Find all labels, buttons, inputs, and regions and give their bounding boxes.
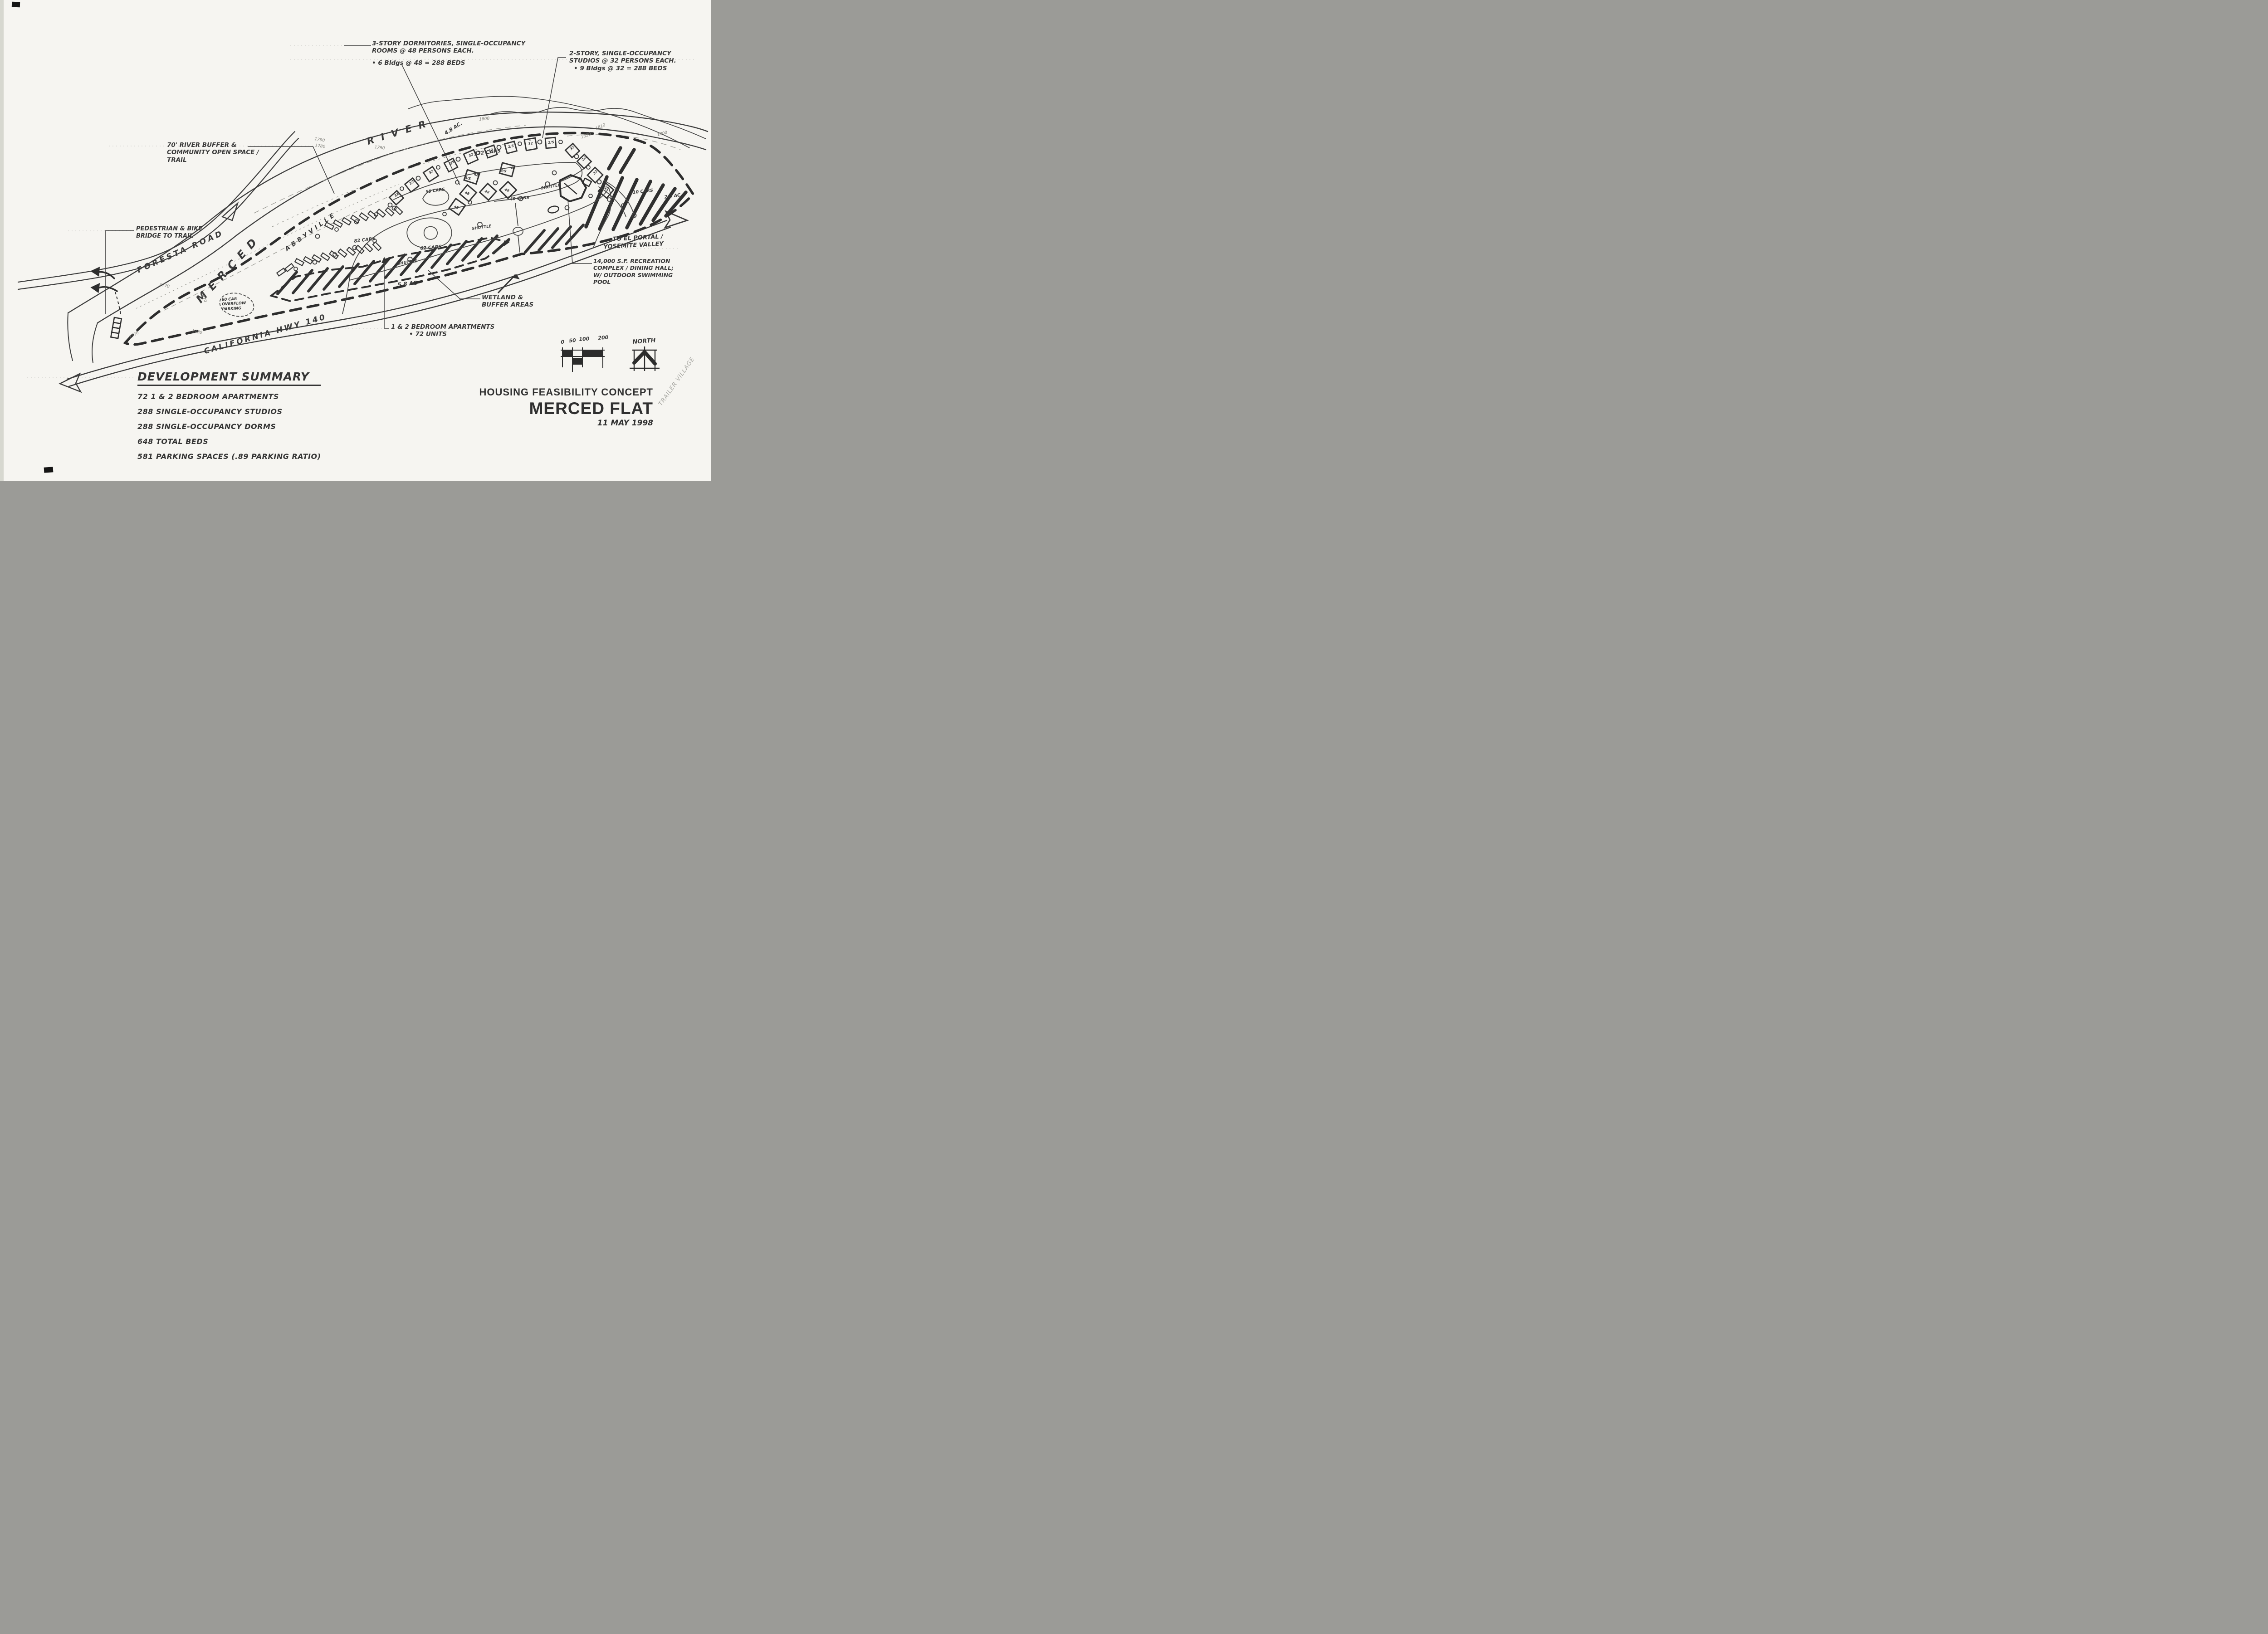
scale-tick-0: 0 [560, 339, 565, 345]
summary-item: 581 PARKING SPACES (.89 PARKING RATIO) [137, 452, 321, 461]
callout-line: BRIDGE TO TRAIL [136, 232, 194, 239]
callout-bridge: PEDESTRIAN & BIKE BRIDGE TO TRAIL [136, 225, 202, 240]
callout-line: POOL [593, 278, 611, 285]
studio-buildings [388, 137, 615, 206]
project-name: MERCED FLAT [529, 399, 653, 418]
foresta-road [17, 131, 299, 290]
apartment-buildings [276, 205, 403, 277]
bldg-label: 2/S [547, 140, 555, 145]
wetland-bold-arrow [497, 274, 516, 294]
scale-bar [561, 347, 605, 372]
site-boundary-dashed [123, 132, 695, 346]
bldg-label: 48 [510, 166, 516, 171]
lot-62 [406, 217, 452, 249]
callout-apartments: 1 & 2 BEDROOM APARTMENTS • 72 UNITS [391, 323, 494, 338]
callout-line: PEDESTRIAN & BIKE [136, 225, 203, 232]
callout-line: 3-STORY DORMITORIES, SINGLE-OCCUPANCY [372, 40, 526, 47]
overflow-parking-area [219, 293, 254, 317]
scale-tick-100: 100 [578, 336, 590, 342]
summary-item: 72 1 & 2 BEDROOM APARTMENTS [137, 392, 279, 401]
callout-line: COMPLEX / DINING HALL; [593, 264, 674, 272]
north-arrow [630, 346, 660, 371]
contour-lines [136, 125, 681, 318]
callout-line: 70' RIVER BUFFER & [167, 141, 237, 149]
dormitory-buildings [448, 161, 518, 216]
callout-studios: 2-STORY, SINGLE-OCCUPANCY STUDIOS @ 32 P… [569, 50, 676, 72]
lot-110 [598, 180, 634, 217]
callout-overflow-parking: 60 CAR OVERFLOW PARKING [221, 297, 246, 312]
bridge-leader [105, 230, 134, 314]
callout-line: TRAIL [167, 156, 187, 164]
callout-dormitories: 3-STORY DORMITORIES, SINGLE-OCCUPANCY RO… [372, 40, 525, 67]
scan-edge-strip [0, 0, 4, 481]
development-summary: DEVELOPMENT SUMMARY 72 1 & 2 BEDROOM APA… [137, 370, 321, 461]
title-block: HOUSING FEASIBILITY CONCEPT MERCED FLAT … [449, 386, 653, 428]
hwy-140-road [59, 210, 689, 393]
apartments-leader [384, 259, 389, 329]
callout-river-buffer: 70' RIVER BUFFER & COMMUNITY OPEN SPACE … [167, 141, 259, 164]
leader-arrowheads [381, 257, 520, 279]
callout-wetland: WETLAND & BUFFER AREAS [482, 294, 533, 309]
trail-direction-arrows [90, 267, 118, 293]
scale-tick-200: 200 [597, 334, 609, 341]
merced-river [67, 96, 709, 363]
callout-line: BUFFER AREAS [482, 301, 534, 309]
drawing-title: HOUSING FEASIBILITY CONCEPT [479, 386, 653, 398]
swimming-pool [547, 205, 559, 214]
lot-55 [422, 189, 450, 206]
scanned-site-plan: 3-STORY DORMITORIES, SINGLE-OCCUPANCY RO… [0, 0, 711, 481]
development-summary-title: DEVELOPMENT SUMMARY [137, 370, 321, 386]
scale-tick-50: 50 [568, 337, 577, 344]
studios-leader [542, 57, 566, 138]
wetland-leader [428, 270, 480, 299]
callout-line: • 72 UNITS [409, 331, 447, 338]
summary-item: 648 TOTAL BEDS [137, 437, 209, 446]
dorms-leader [401, 64, 460, 185]
bldg-label: 32 [528, 141, 533, 146]
callout-line: 1 & 2 BEDROOM APARTMENTS [391, 323, 495, 331]
to-el-portal-arrow [663, 210, 689, 229]
callout-line: COMMUNITY OPEN SPACE / [167, 149, 259, 156]
mid-hatch-strip [524, 224, 585, 254]
callout-line: 2-STORY, SINGLE-OCCUPANCY [569, 50, 671, 57]
lot-40 [515, 203, 520, 253]
summary-item: 288 SINGLE-OCCUPANCY STUDIOS [137, 407, 283, 416]
callout-recreation: 14,000 S.F. RECREATION COMPLEX / DINING … [593, 258, 674, 285]
recreation-leader [567, 199, 592, 264]
callout-line: W/ OUTDOOR SWIMMING [593, 271, 673, 278]
hwy-southwest-arrow [59, 372, 82, 393]
summary-item: 288 SINGLE-OCCUPANCY DORMS [137, 422, 276, 431]
copier-streaks [27, 45, 694, 378]
callout-line: • 6 Bldgs @ 48 = 288 BEDS [372, 59, 465, 67]
callout-line: ROOMS @ 48 PERSONS EACH. [372, 47, 474, 55]
internal-roads [219, 162, 634, 317]
drawing-date: 11 MAY 1998 [597, 419, 653, 428]
site-plan-drawing [17, 45, 709, 393]
callout-line: STUDIOS @ 32 PERSONS EACH. [569, 57, 676, 65]
river-buffer-leader [248, 146, 335, 194]
recreation-complex-building [547, 174, 592, 214]
callout-line: 14,000 S.F. RECREATION [593, 258, 670, 264]
callout-line: WETLAND & [482, 294, 523, 301]
leader-lines [105, 45, 592, 329]
trees [293, 139, 637, 271]
pedestrian-bridge [90, 267, 122, 339]
callout-line: • 9 Bldgs @ 32 = 288 BEDS [574, 64, 667, 72]
